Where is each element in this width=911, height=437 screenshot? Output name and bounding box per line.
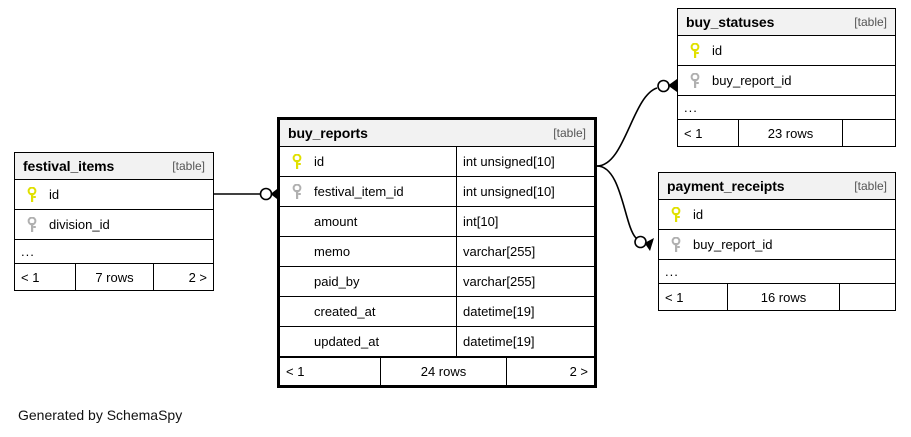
column-name: buy_report_id bbox=[712, 73, 792, 88]
table-festival-items[interactable]: festival_items [table] id division_id ..… bbox=[14, 152, 214, 291]
table-type-tag: [table] bbox=[172, 159, 205, 173]
column-name: memo bbox=[314, 244, 351, 259]
relationship-festival-items-to-buy-reports bbox=[214, 187, 279, 201]
table-footer-payment-receipts: < 1 16 rows bbox=[659, 284, 895, 310]
table-row[interactable]: id bbox=[15, 180, 213, 210]
column-type: int[10] bbox=[456, 207, 594, 236]
table-buy-reports[interactable]: buy_reports [table] id int unsigned[10] … bbox=[277, 117, 597, 388]
table-name: buy_reports bbox=[288, 125, 368, 141]
table-row[interactable]: buy_report_id bbox=[659, 230, 895, 260]
table-type-tag: [table] bbox=[553, 126, 586, 140]
table-type-tag: [table] bbox=[854, 15, 887, 29]
column-cell: division_id bbox=[15, 210, 213, 239]
primary-key-icon bbox=[684, 42, 706, 59]
table-name: payment_receipts bbox=[667, 178, 785, 194]
column-name: created_at bbox=[314, 304, 376, 319]
column-name: buy_report_id bbox=[693, 237, 773, 252]
column-type: datetime[19] bbox=[456, 327, 594, 356]
foreign-key-icon bbox=[286, 183, 308, 200]
column-type: varchar[255] bbox=[456, 267, 594, 296]
column-type: datetime[19] bbox=[456, 297, 594, 326]
relationship-buy-reports-to-buy-statuses bbox=[596, 79, 677, 167]
column-cell: memo bbox=[280, 237, 456, 266]
column-cell: id bbox=[280, 147, 456, 176]
table-title-buy-reports: buy_reports [table] bbox=[280, 120, 594, 147]
foreign-key-icon bbox=[684, 72, 706, 89]
table-footer-buy-reports: < 1 24 rows 2 > bbox=[280, 357, 594, 385]
table-row[interactable]: buy_report_id bbox=[678, 66, 895, 96]
table-type-tag: [table] bbox=[854, 179, 887, 193]
primary-key-icon bbox=[665, 206, 687, 223]
table-footer-buy-statuses: < 1 23 rows bbox=[678, 120, 895, 146]
column-cell: buy_report_id bbox=[659, 230, 895, 259]
column-cell: updated_at bbox=[280, 327, 456, 356]
table-row[interactable]: created_at datetime[19] bbox=[280, 297, 594, 327]
column-name: id bbox=[314, 154, 325, 169]
row-count-label: 16 rows bbox=[727, 284, 839, 310]
table-footer-festival-items: < 1 7 rows 2 > bbox=[15, 264, 213, 290]
prev-page-button[interactable]: < 1 bbox=[684, 125, 703, 141]
primary-key-icon bbox=[21, 186, 43, 203]
table-title-festival-items: festival_items [table] bbox=[15, 153, 213, 180]
table-row[interactable]: amount int[10] bbox=[280, 207, 594, 237]
row-count-label: 7 rows bbox=[75, 264, 153, 290]
more-columns-indicator: ... bbox=[678, 96, 895, 120]
column-cell: id bbox=[15, 180, 213, 209]
column-name: id bbox=[49, 187, 60, 202]
prev-page-button[interactable]: < 1 bbox=[286, 364, 305, 379]
column-cell: buy_report_id bbox=[678, 66, 895, 95]
table-row[interactable]: paid_by varchar[255] bbox=[280, 267, 594, 297]
table-row[interactable]: division_id bbox=[15, 210, 213, 240]
table-buy-statuses[interactable]: buy_statuses [table] id buy_report_id ..… bbox=[677, 8, 896, 147]
table-row[interactable]: id bbox=[659, 200, 895, 230]
column-cell: festival_item_id bbox=[280, 177, 456, 206]
next-page-button[interactable]: 2 > bbox=[506, 358, 594, 385]
table-row[interactable]: id int unsigned[10] bbox=[280, 147, 594, 177]
column-name: amount bbox=[314, 214, 358, 229]
primary-key-icon bbox=[286, 153, 308, 170]
column-type: int unsigned[10] bbox=[456, 147, 594, 176]
table-title-payment-receipts: payment_receipts [table] bbox=[659, 173, 895, 200]
foreign-key-icon bbox=[21, 216, 43, 233]
table-row[interactable]: updated_at datetime[19] bbox=[280, 327, 594, 357]
column-name: division_id bbox=[49, 217, 110, 232]
column-cell: amount bbox=[280, 207, 456, 236]
table-row[interactable]: memo varchar[255] bbox=[280, 237, 594, 267]
next-page-button[interactable] bbox=[842, 120, 895, 146]
column-name: paid_by bbox=[314, 274, 360, 289]
column-name: festival_item_id bbox=[314, 184, 404, 199]
column-type: int unsigned[10] bbox=[456, 177, 594, 206]
column-name: updated_at bbox=[314, 334, 380, 349]
table-title-buy-statuses: buy_statuses [table] bbox=[678, 9, 895, 36]
column-cell: created_at bbox=[280, 297, 456, 326]
prev-page-button[interactable]: < 1 bbox=[21, 269, 40, 285]
column-cell: id bbox=[678, 36, 895, 65]
next-page-button[interactable]: 2 > bbox=[153, 264, 213, 290]
table-row[interactable]: id bbox=[678, 36, 895, 66]
more-columns-indicator: ... bbox=[659, 260, 895, 284]
foreign-key-icon bbox=[665, 236, 687, 253]
table-row[interactable]: festival_item_id int unsigned[10] bbox=[280, 177, 594, 207]
column-cell: paid_by bbox=[280, 267, 456, 296]
relationship-buy-reports-to-payment-receipts bbox=[596, 165, 654, 251]
generated-by-credit: Generated by SchemaSpy bbox=[18, 407, 183, 423]
row-count-label: 23 rows bbox=[738, 120, 842, 146]
row-count-label: 24 rows bbox=[380, 358, 506, 385]
column-name: id bbox=[693, 207, 704, 222]
prev-page-button[interactable]: < 1 bbox=[665, 289, 684, 305]
column-type: varchar[255] bbox=[456, 237, 594, 266]
column-name: id bbox=[712, 43, 723, 58]
table-name: buy_statuses bbox=[686, 14, 775, 30]
table-name: festival_items bbox=[23, 158, 115, 174]
next-page-button[interactable] bbox=[839, 284, 895, 310]
column-cell: id bbox=[659, 200, 895, 229]
more-columns-indicator: ... bbox=[15, 240, 213, 264]
table-payment-receipts[interactable]: payment_receipts [table] id buy_report_i… bbox=[658, 172, 896, 311]
